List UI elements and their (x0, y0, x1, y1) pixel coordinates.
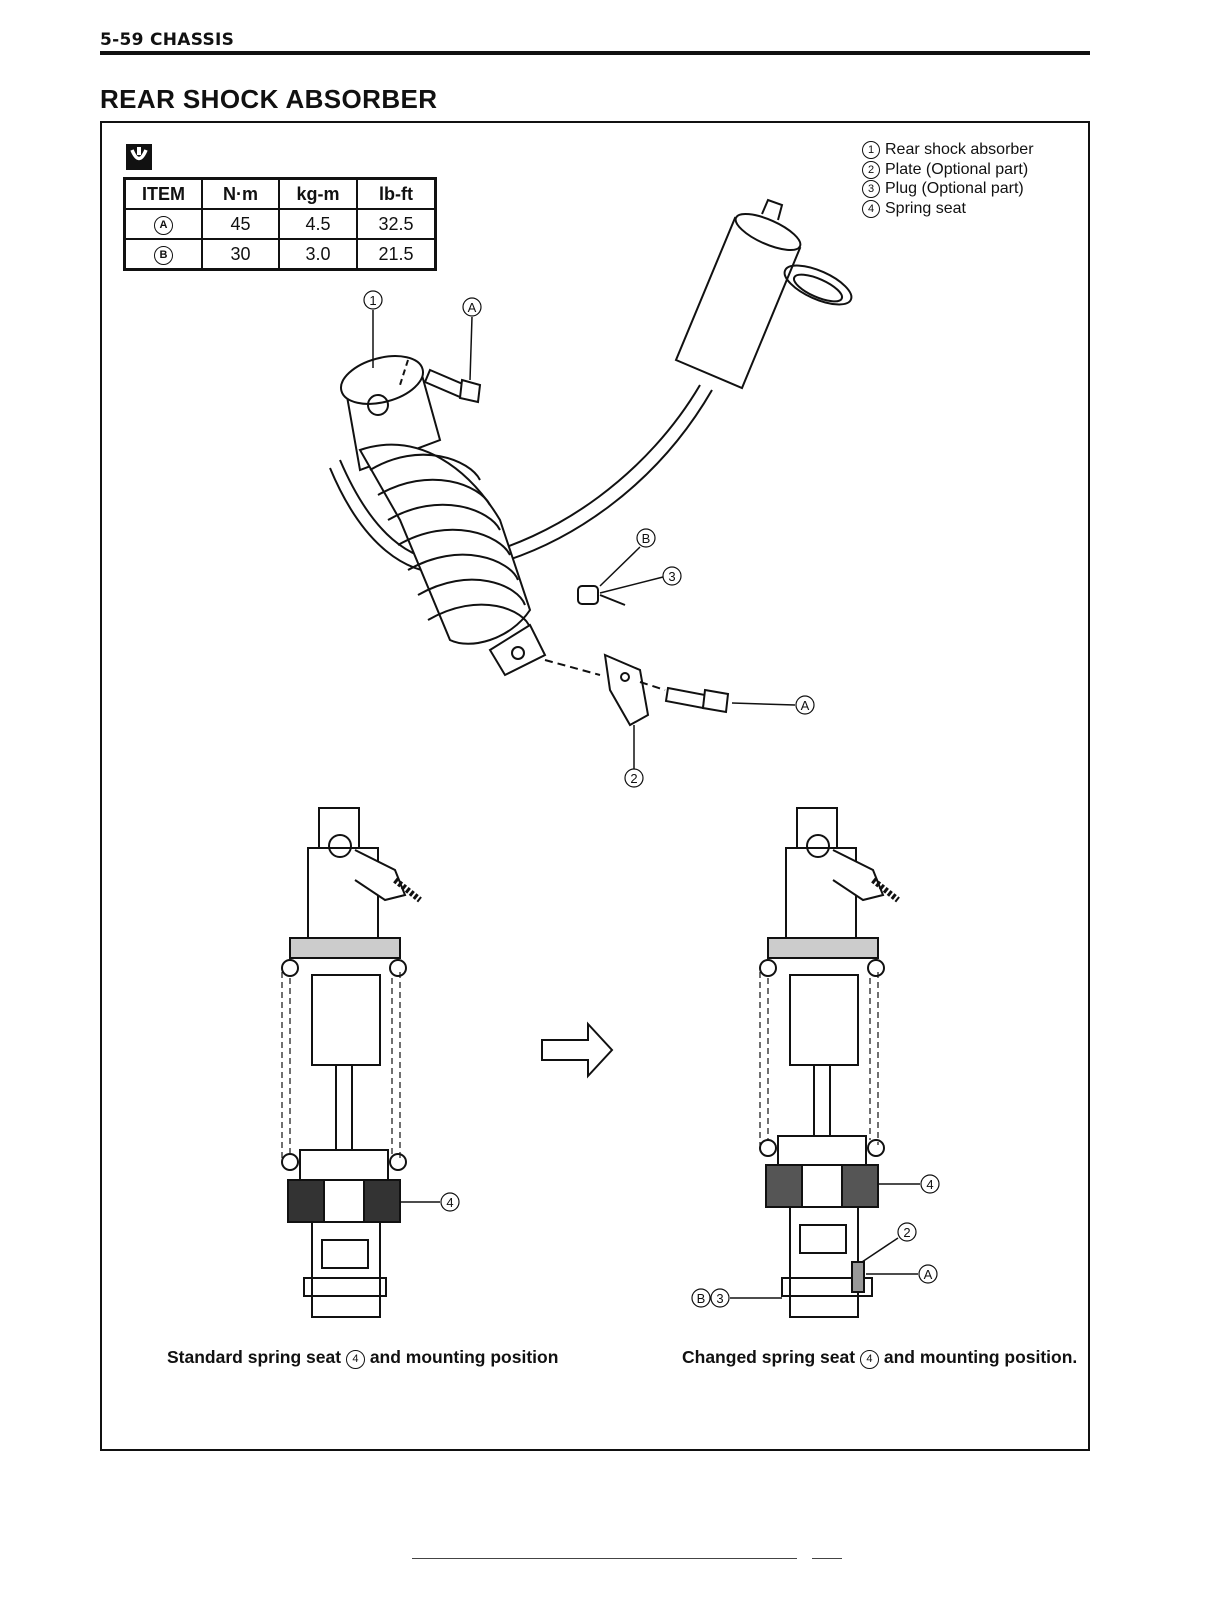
callout-text: 4 (926, 1177, 933, 1192)
callout-text: B (642, 531, 651, 546)
caption-text: and mounting position (370, 1347, 559, 1367)
callout-text: A (924, 1267, 933, 1282)
callout-3: 3 (663, 567, 681, 585)
callout-a-top: A (463, 298, 481, 316)
callout-text: 4 (446, 1195, 453, 1210)
callout-text: A (468, 300, 477, 315)
callout-text: 3 (668, 569, 675, 584)
caption-text: Changed spring seat (682, 1347, 855, 1367)
caption-text: and mounting position. (884, 1347, 1077, 1367)
callout-text: 3 (716, 1291, 723, 1306)
callout-b-right: B (692, 1289, 710, 1307)
footer-rule (812, 1558, 842, 1559)
callout-b: B (637, 529, 655, 547)
callout-2-right: 2 (898, 1223, 916, 1241)
callout-text: A (801, 698, 810, 713)
callout-text: 2 (630, 771, 637, 786)
shock-standard (282, 808, 440, 1317)
caption-num: 4 (860, 1350, 879, 1369)
callout-text: 2 (903, 1225, 910, 1240)
callout-1: 1 (364, 291, 382, 309)
callout-text: 1 (369, 293, 376, 308)
callout-4-right: 4 (921, 1175, 939, 1193)
caption-text: Standard spring seat (167, 1347, 341, 1367)
callout-a-right: A (919, 1265, 937, 1283)
plate (605, 655, 648, 725)
caption-changed: Changed spring seat 4 and mounting posit… (682, 1347, 1082, 1369)
caption-num: 4 (346, 1350, 365, 1369)
footer-rule (412, 1558, 797, 1559)
callout-a-lower: A (796, 696, 814, 714)
caption-standard: Standard spring seat 4 and mounting posi… (167, 1347, 567, 1369)
callout-text: B (697, 1291, 706, 1306)
shock-changed (730, 808, 920, 1317)
arrow-icon (542, 1024, 612, 1076)
callout-3-right: 3 (711, 1289, 729, 1307)
callout-4-left: 4 (441, 1193, 459, 1211)
callout-2: 2 (625, 769, 643, 787)
reservoir-canister (676, 200, 857, 388)
